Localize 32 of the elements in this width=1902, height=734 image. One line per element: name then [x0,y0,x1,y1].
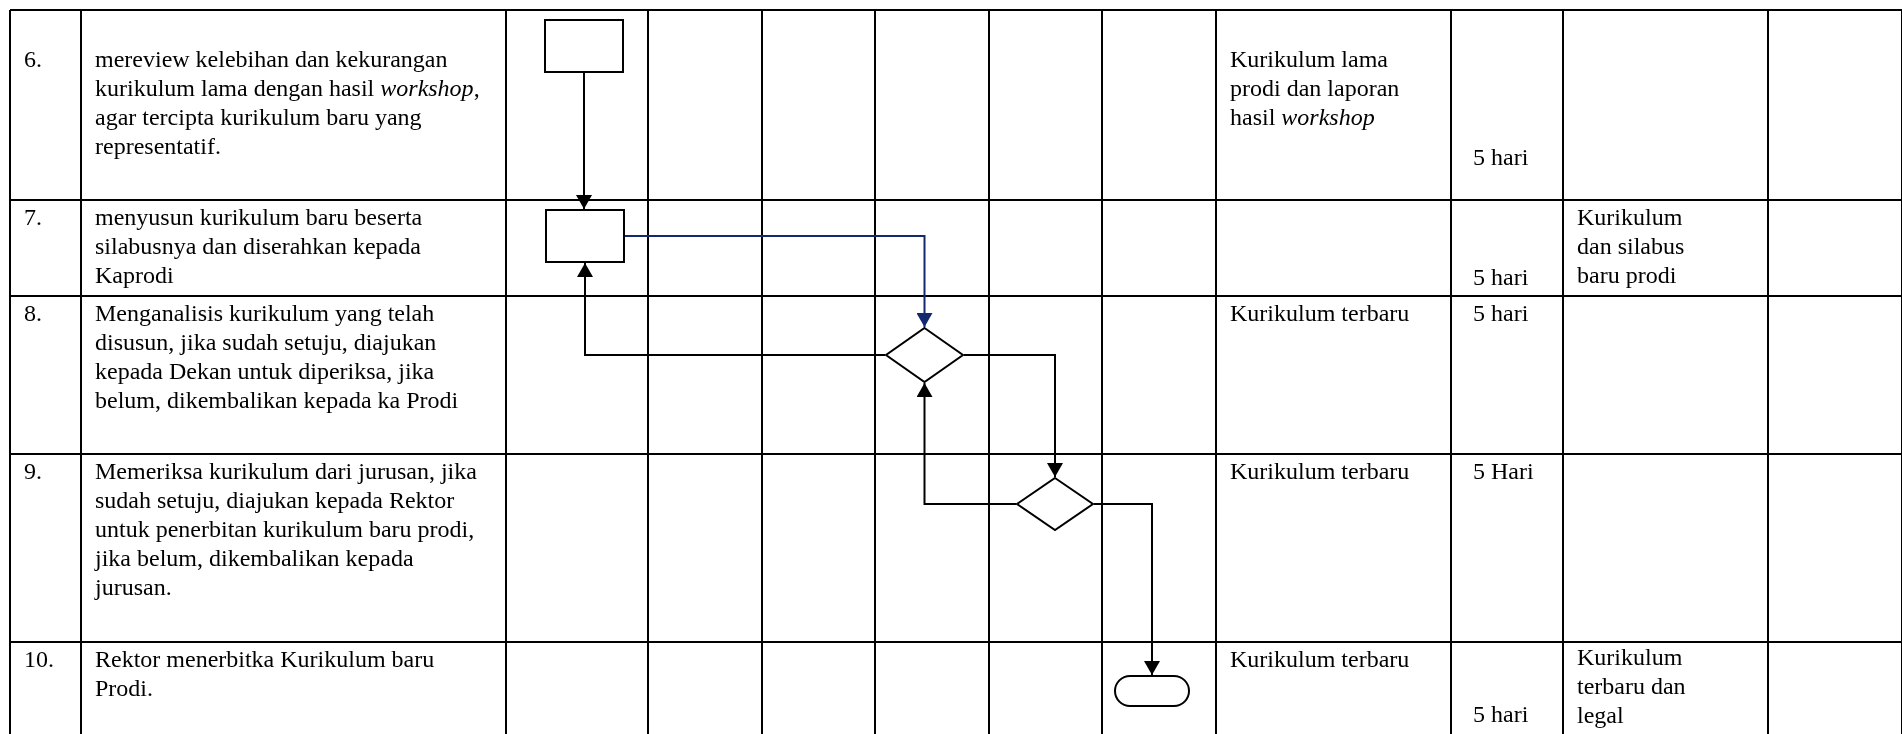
document-text: Kurikulum terbaru [1230,457,1410,486]
decision-diamond [885,327,964,383]
arrow [624,235,932,328]
activity-text: Memeriksa kurikulum dari jurusan, jika sudah setuju, diajukan kepada Rektor untuk penerbitan kurikulum baru prodi, jika belum, dikembalikan kepada jurusan. [95,457,478,602]
duration-text: 5 hari [1473,143,1529,172]
document-text: Kurikulum lama prodi dan laporan hasil workshop [1230,45,1401,132]
duration-text: 5 hari [1473,263,1529,292]
duration-text: 5 hari [1473,700,1529,729]
row-number: 6. [24,45,42,74]
row-number: 7. [24,203,42,232]
end-terminator [1114,675,1190,707]
arrow [577,72,591,210]
process-box [545,209,625,263]
document-text: Kurikulum terbaru [1230,299,1410,328]
arrow [578,262,886,356]
arrow [963,354,1062,478]
arrow [1093,503,1159,676]
process-box [544,19,624,73]
duration-text: 5 Hari [1473,457,1534,486]
duration-text: 5 hari [1473,299,1529,328]
document-text: Kurikulum terbaru [1230,645,1410,674]
activity-text: mereview kelebihan dan kekurangan kurikulum lama dengan hasil workshop, agar tercipta kurikulum baru yang representatif. [95,45,481,161]
output-text: Kurikulum terbaru dan legal [1577,643,1687,730]
activity-text: Rektor menerbitka Kurikulum baru Prodi. [95,645,436,703]
arrow [917,382,1017,505]
output-text: Kurikulum dan silabus baru prodi [1577,203,1686,290]
decision-diamond [1016,477,1094,531]
row-number: 8. [24,299,42,328]
row-number: 10. [24,645,54,674]
row-number: 9. [24,457,42,486]
activity-text: Menganalisis kurikulum yang telah disusun, jika sudah setuju, diajukan kepada Dekan untuk diperiksa, jika belum, dikembalikan kepada ka Prodi [95,299,460,415]
activity-text: menyusun kurikulum baru beserta silabusnya dan diserahkan kepada Kaprodi [95,203,424,290]
